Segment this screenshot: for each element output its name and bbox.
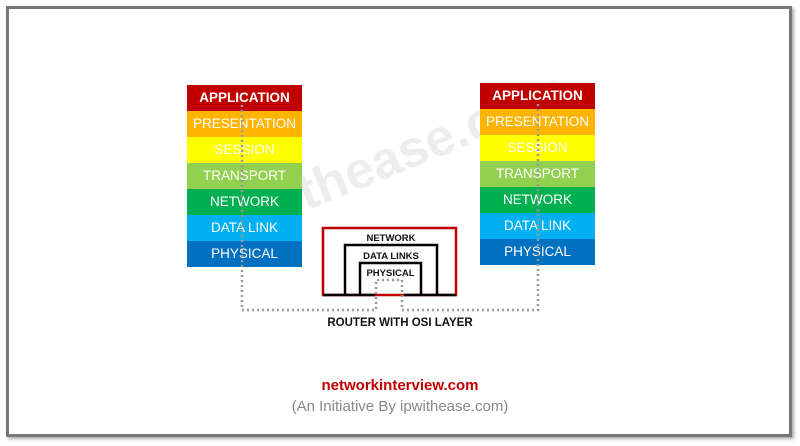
router-caption: ROUTER WITH OSI LAYER — [327, 317, 473, 329]
data-path-dotted-line — [240, 103, 540, 312]
network-frame — [343, 243, 439, 295]
router-data-links-label: DATA LINKS — [363, 251, 419, 262]
layer-presentation: PRESENTATION — [187, 111, 302, 137]
router-physical-label: PHYSICAL — [366, 268, 415, 279]
layer-application: APPLICATION — [187, 85, 302, 111]
physical-frame — [358, 261, 423, 295]
layer-data-link: DATA LINK — [187, 215, 302, 241]
site-name: networkinterview.com — [321, 377, 479, 394]
router-network-label: NETWORK — [366, 233, 416, 244]
router-box — [321, 226, 458, 297]
layer-transport: TRANSPORT — [187, 163, 302, 189]
layer-session: SESSION — [187, 137, 302, 163]
layer-physical: PHYSICAL — [187, 241, 302, 267]
diagram-frame — [6, 6, 792, 437]
layer-network: NETWORK — [187, 189, 302, 215]
site-subtitle: (An Initiative By ipwithease.com) — [291, 398, 509, 415]
